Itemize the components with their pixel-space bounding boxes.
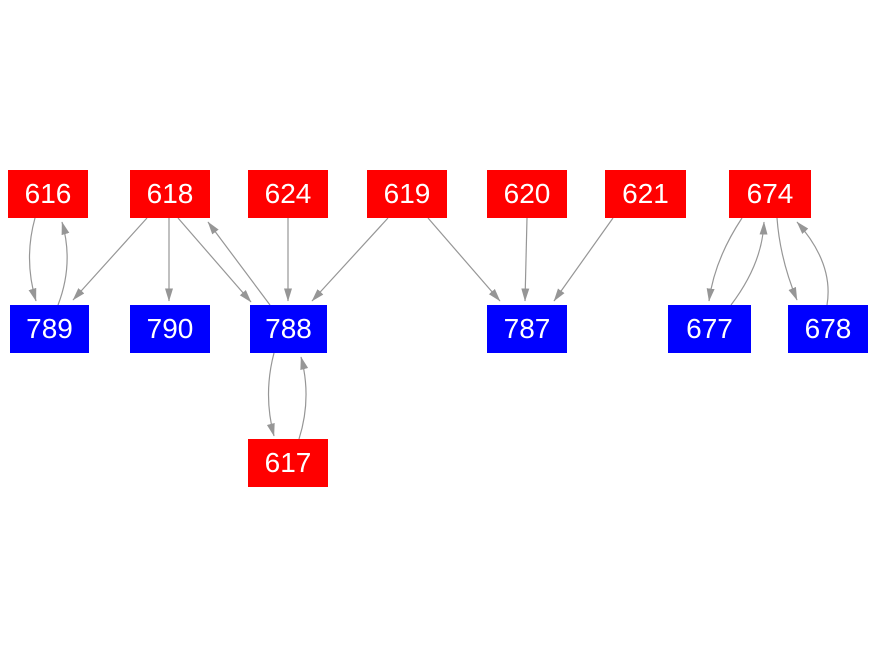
node-label: 617 (264, 447, 312, 478)
node-label: 790 (146, 313, 194, 344)
edge-619-788 (311, 217, 389, 302)
edge-617-788 (298, 356, 309, 440)
node-787[interactable]: 787 (487, 305, 567, 353)
node-label: 624 (264, 178, 312, 209)
node-label: 616 (24, 178, 72, 209)
node-label: 620 (503, 178, 551, 209)
node-677[interactable]: 677 (668, 305, 751, 353)
node-621[interactable]: 621 (605, 170, 686, 218)
node-624[interactable]: 624 (248, 170, 328, 218)
edge-619-787 (427, 217, 501, 302)
edge-788-617 (266, 352, 275, 437)
node-616[interactable]: 616 (8, 170, 88, 218)
node-789[interactable]: 789 (10, 305, 89, 353)
node-label: 677 (686, 313, 733, 344)
node-label: 789 (26, 313, 73, 344)
edge-789-616 (57, 221, 70, 306)
node-label: 787 (503, 313, 551, 344)
node-678[interactable]: 678 (788, 305, 868, 353)
edge-620-787 (521, 217, 530, 302)
edge-674-677 (706, 217, 743, 302)
node-617[interactable]: 617 (248, 439, 328, 487)
node-620[interactable]: 620 (487, 170, 567, 218)
node-618[interactable]: 618 (130, 170, 210, 218)
node-790[interactable]: 790 (130, 305, 210, 353)
edge-677-674 (730, 221, 768, 306)
edge-674-678 (776, 217, 798, 301)
edge-788-618 (207, 221, 271, 306)
node-788[interactable]: 788 (250, 305, 327, 353)
edge-618-789 (72, 217, 148, 301)
node-label: 618 (146, 178, 194, 209)
edge-621-787 (553, 217, 614, 302)
edge-618-788 (177, 217, 252, 303)
node-label: 621 (622, 178, 669, 209)
edge-678-674 (796, 221, 829, 306)
node-label: 678 (804, 313, 852, 344)
node-label: 674 (746, 178, 794, 209)
node-label: 619 (383, 178, 431, 209)
node-674[interactable]: 674 (729, 170, 811, 218)
node-619[interactable]: 619 (367, 170, 447, 218)
edge-616-789 (28, 217, 37, 302)
node-label: 788 (265, 313, 312, 344)
